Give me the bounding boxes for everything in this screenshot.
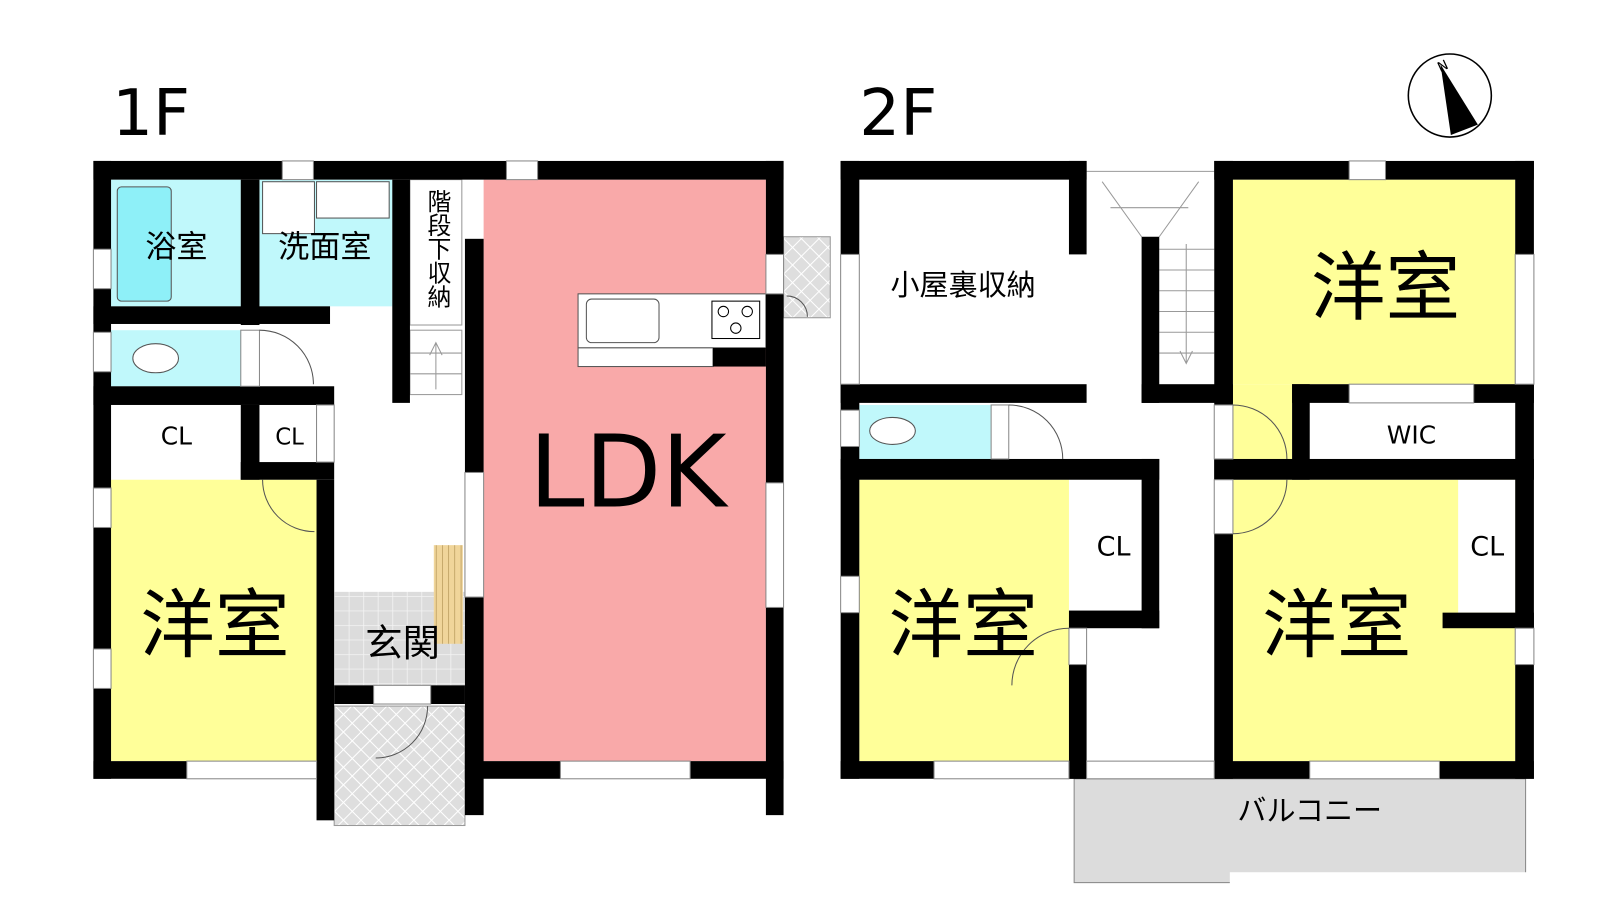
room-label-wic: WIC [1387,420,1436,449]
room-label-western-room: 洋室 [140,582,289,669]
room-label-closet-right-2f: CL [1470,532,1504,563]
room-label-closet-left-2f: CL [1097,532,1131,563]
washer [262,181,315,235]
bathtub [116,186,172,302]
room-label-western-room-left: 洋室 [888,582,1037,669]
floor-1f: 1F [92,76,831,827]
room-label-under-stair-storage: 階段下収納 [423,189,451,309]
room-label-bath: 浴室 [145,230,207,266]
door-swings-2f [1008,404,1288,686]
north-arrow-icon [1440,64,1478,135]
kitchen-counter [577,293,767,368]
closet-2f-left [1086,479,1142,611]
entrance-step [433,545,463,644]
western-room-1f [111,479,317,762]
windows-1f [92,160,785,780]
walls-1f [93,160,784,821]
stairs-2f [1086,170,1215,365]
door-swings-1f [259,295,808,759]
room-label-balcony: バルコニー [1237,793,1382,827]
room-label-washroom: 洗面室 [278,230,371,266]
under-stair-storage [409,179,463,326]
toilet-icon-2f [869,416,916,445]
floor-title-1f: 1F [112,76,190,151]
windows-2f [840,160,1535,780]
room-label-western-room-top-right: 洋室 [1311,245,1460,332]
closet-2f-right [1458,479,1516,613]
attic-storage-area [859,179,1069,385]
western-room-2f-top-right-ext [1232,384,1293,459]
room-label-entrance: 玄関 [365,621,440,665]
room-label-western-room-bottom-right: 洋室 [1262,582,1411,669]
floor-title-2f: 2F [859,76,937,151]
room-label-closet-right: CL [275,424,304,450]
room-label-attic-storage: 小屋裏収納 [890,268,1035,302]
floor-2f: 2F N [840,53,1535,885]
toilet-icon [132,343,180,374]
room-label-ldk: LDK [529,415,729,531]
wic-area [1309,402,1516,459]
ldk-area [483,179,766,762]
compass: N [1407,53,1493,138]
room-label-closet-left: CL [161,421,192,450]
western-room-2f-top-right [1232,179,1516,385]
western-room-2f-left [859,479,1069,762]
balcony-notch [1229,872,1527,885]
stairs-1f [409,329,463,396]
porch-side [783,236,831,319]
sink [316,181,390,219]
porch-front [333,705,466,827]
